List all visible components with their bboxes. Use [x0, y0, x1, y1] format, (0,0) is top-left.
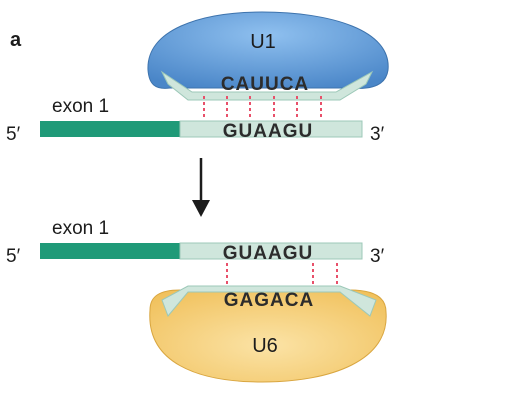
- u1-sequence: CAUUCA: [221, 74, 309, 95]
- top-pre-mrna: exon 1 5′ GUAAGU 3′: [6, 96, 385, 145]
- top-five-prime: 5′: [6, 124, 21, 145]
- top-intron-sequence: GUAAGU: [223, 121, 313, 142]
- bottom-three-prime: 3′: [370, 246, 385, 267]
- u6-rna-strand: [161, 285, 377, 317]
- bottom-exon-bar: [40, 243, 182, 259]
- bottom-five-prime: 5′: [6, 246, 21, 267]
- bottom-intron-sequence: GUAAGU: [223, 243, 313, 264]
- down-arrow: [192, 158, 210, 217]
- panel-label: a: [10, 29, 22, 51]
- top-exon-label: exon 1: [52, 96, 109, 117]
- top-exon-bar: [40, 121, 182, 137]
- u1-blob: [147, 11, 389, 89]
- u1-snrnp: U1 CAUUCA: [147, 11, 389, 101]
- u6-blob: [149, 289, 387, 383]
- top-three-prime: 3′: [370, 124, 385, 145]
- bottom-pre-mrna: exon 1 5′ GUAAGU 3′: [6, 218, 385, 267]
- bottom-intron-box: [179, 242, 363, 260]
- u1-base-pairs: [203, 96, 322, 120]
- u6-base-pairs: [226, 263, 338, 288]
- u1-rna-strand: [160, 70, 374, 101]
- u6-label: U6: [252, 335, 278, 357]
- u1-label: U1: [250, 31, 276, 53]
- u6-snrnp: GAGACA U6: [149, 285, 387, 383]
- top-intron-box: [179, 120, 363, 138]
- bottom-exon-label: exon 1: [52, 218, 109, 239]
- u6-sequence: GAGACA: [224, 290, 314, 311]
